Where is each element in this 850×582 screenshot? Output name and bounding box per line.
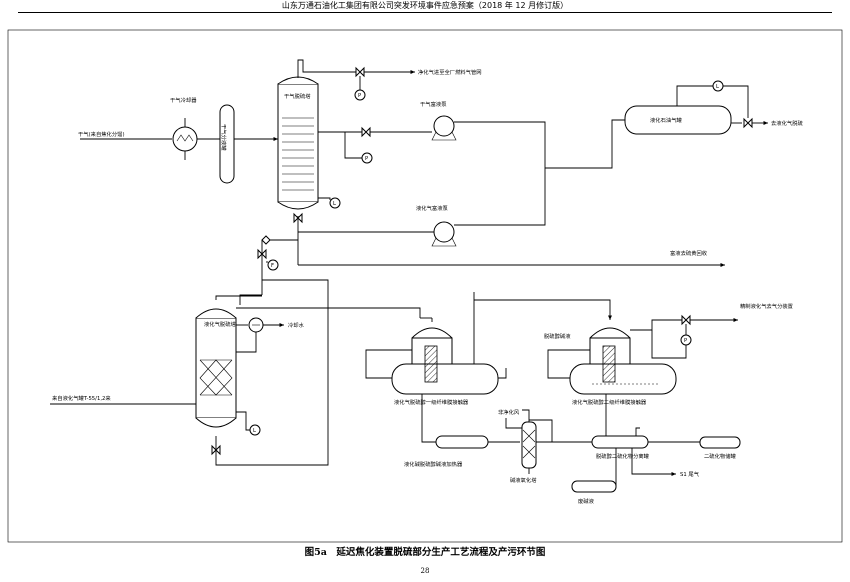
line-dry-pump-discharge xyxy=(454,121,546,168)
pre-caustic-reactor-2 xyxy=(569,327,677,395)
valve-clean-gas xyxy=(355,66,365,78)
line-reactor-1-side-out xyxy=(498,368,507,379)
line-tower-level-tap xyxy=(318,197,331,200)
label-to-gas-fractionation: 精制液化气去气分装置 xyxy=(740,302,793,310)
header-title: 山东万通石油化工集团有限公司突发环境事件应急预案（2018 年 12 月修订版） xyxy=(281,1,569,10)
valve-reactor-2-outlet xyxy=(681,314,691,326)
pressure-instrument-mid-label: P xyxy=(365,156,369,162)
label-to-gas-pipe-network: 净化气进至全厂燃料气管网 xyxy=(418,68,482,76)
line-s1-waste-gas xyxy=(631,448,676,476)
label-dry-gas-from-unit: 干气(来自焦化分馏) xyxy=(78,130,125,138)
level-instrument-lpg-tower: L xyxy=(249,424,261,436)
label-disulfide-oil-tank: 二硫化物储罐 xyxy=(704,452,736,460)
waste-caustic-tank xyxy=(571,480,617,493)
cooling-water-exchanger xyxy=(248,317,264,333)
label-dry-gas-desulfurizer: 干气脱硫塔 xyxy=(284,92,311,100)
valve-flow-top xyxy=(261,235,271,245)
line-lpg-to-reactor-1 xyxy=(236,307,421,318)
level-instrument-tower-label: L xyxy=(333,201,336,207)
valve-lean-amine xyxy=(361,126,371,138)
pressure-instrument-top: P xyxy=(354,89,366,101)
line-cooler-return xyxy=(236,332,257,353)
line-reactor-2-pressure-return xyxy=(651,330,687,359)
dry-gas-cooler xyxy=(172,118,198,160)
line-lpg-level-tap xyxy=(236,411,250,431)
flow-instrument-label: F xyxy=(271,263,274,269)
header-rule xyxy=(18,12,832,13)
dry-gas-separator xyxy=(219,104,235,184)
label-air: 非净化风 xyxy=(498,408,520,416)
pressure-instrument-top-label: P xyxy=(358,93,362,99)
line-rich-amine-to-drum xyxy=(545,119,625,169)
dry-gas-desulfurizer-tower xyxy=(277,70,319,210)
line-oxidizer-loop xyxy=(529,419,553,442)
page-number: 28 xyxy=(420,567,430,575)
label-lpg-desulfurizer: 液化气脱硫塔 xyxy=(204,320,236,328)
label-dry-gas-cooler: 干气冷却器 xyxy=(170,96,197,104)
diagram-border xyxy=(7,29,843,543)
line-pressure-tap-mid xyxy=(344,132,362,159)
disulfide-oil-tank xyxy=(699,436,741,449)
label-disulfide-separator: 脱硫醇二硫化物分离罐 xyxy=(596,452,650,460)
line-drum-level-tap xyxy=(676,85,713,106)
label-cooling-water: 冷却水 xyxy=(288,321,305,329)
level-instrument-tower: L xyxy=(329,197,341,209)
disulfide-separator xyxy=(591,435,649,449)
caustic-oxidation-heater xyxy=(435,435,489,449)
line-reactor-2-overhead xyxy=(630,319,682,331)
valve-drum-outlet xyxy=(743,117,753,129)
line-drum-control xyxy=(723,85,749,118)
line-lpg-tower-bottom xyxy=(215,436,240,466)
flow-instrument: F xyxy=(267,259,279,271)
level-instrument-lpg-tower-label: L xyxy=(253,428,256,434)
line-reactor-1-to-heater xyxy=(421,394,436,443)
line-lpg-tower-rich-return xyxy=(240,279,329,466)
level-instrument-drum: L xyxy=(712,80,724,92)
dry-gas-rich-amine-pump xyxy=(431,115,457,141)
document-header: 山东万通石油化工集团有限公司突发环境事件应急预案（2018 年 12 月修订版） xyxy=(0,0,850,14)
oxidation-tower xyxy=(521,416,537,474)
line-air-in xyxy=(505,418,528,430)
line-oxidation-tower-top xyxy=(522,409,530,416)
pressure-instrument-mid: P xyxy=(361,152,373,164)
label-caustic-oxidation-heater: 液化碱脱硫醇碱液加热器 xyxy=(404,460,463,468)
pressure-instrument-reactor-2: P xyxy=(680,334,692,346)
label-dry-gas-rich-amine-pump: 干气富液泵 xyxy=(420,100,447,108)
lpg-desulfurizer-tower xyxy=(195,308,237,428)
valve-flow-control xyxy=(257,248,267,260)
label-dry-gas-separator: 干气分液罐 xyxy=(220,124,228,151)
label-waste-caustic: 废碱液 xyxy=(578,497,595,505)
line-to-lpg-tower-top xyxy=(239,294,262,305)
level-instrument-drum-label: L xyxy=(716,84,719,90)
line-lpg-pump-discharge xyxy=(454,168,546,226)
label-caustic-regen: 脱硫醇碱液 xyxy=(544,332,571,340)
label-liquefied-gas-rich-amine-pump: 液化气富液泵 xyxy=(416,204,448,212)
line-to-reactor-2 xyxy=(474,299,612,320)
figure-caption: 图5a 延迟焦化装置脱硫部分生产工艺流程及产污环节图 xyxy=(304,547,546,558)
line-lpg-tower-overhead xyxy=(215,295,262,300)
label-to-lpg-unit: 去液化气脱硫 xyxy=(771,119,803,127)
pre-caustic-reactor-1 xyxy=(391,318,499,395)
pressure-instrument-reactor-2-label: P xyxy=(684,338,688,344)
line-reactor-1-recycle xyxy=(365,349,412,379)
label-lpg-from-unit: 来自液化气罐T-55/1,2来 xyxy=(52,394,111,402)
label-oxidation-tower: 碱液氧化塔 xyxy=(510,476,537,484)
line-reactor-2-recycle xyxy=(547,349,590,379)
label-liquid-gas-separator-tank: 液化石油气罐 xyxy=(650,116,682,124)
liquefied-gas-rich-amine-pump xyxy=(431,221,457,247)
label-s1-waste-gas: S1 尾气 xyxy=(680,470,700,478)
line-separator-vent xyxy=(635,427,640,436)
label-pre-caustic-reactor-2: 液化气脱硫醇二级纤维膜接触器 xyxy=(572,398,647,406)
label-to-sulfur-recovery: 富液去硫黄回收 xyxy=(670,249,708,257)
label-pre-caustic-reactor-1: 液化气脱硫醇一级纤维膜接触器 xyxy=(394,398,469,406)
